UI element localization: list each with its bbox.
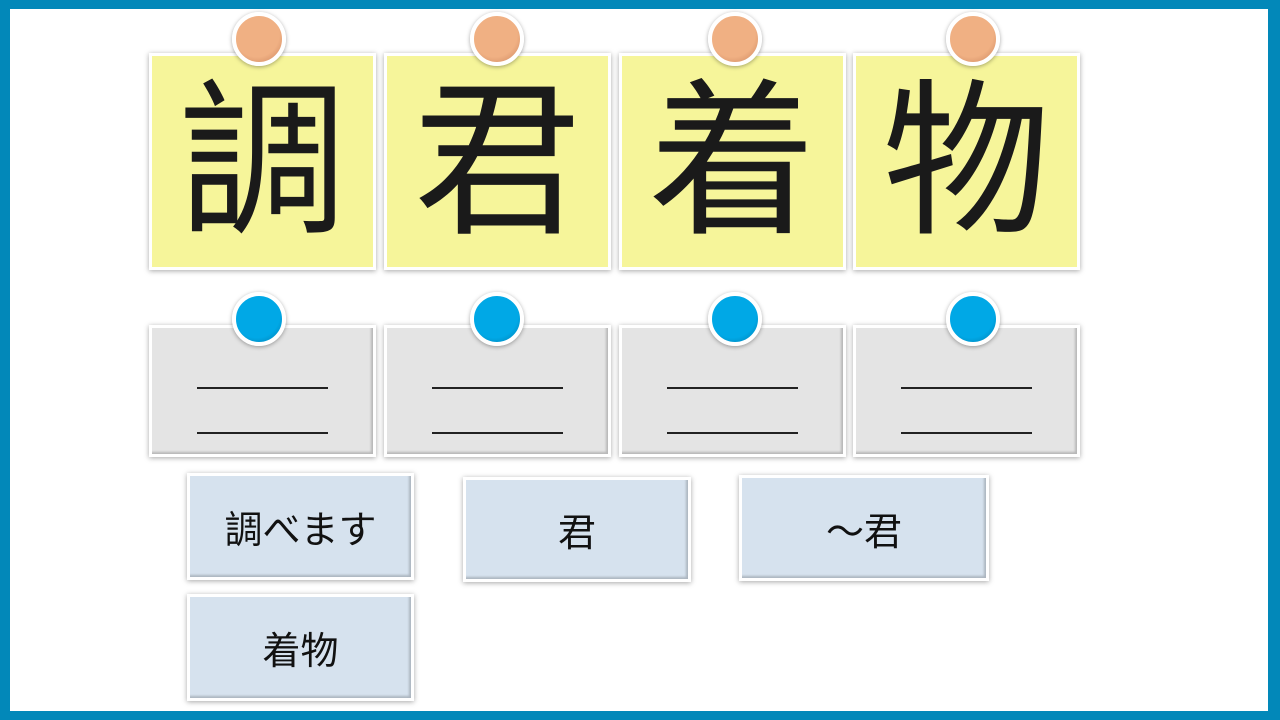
kanji-card-1: 調 [149,53,376,270]
blank-line [901,432,1032,434]
pin-icon [232,292,286,346]
answer-option-4[interactable]: 着物 [187,594,414,701]
blank-line [432,387,563,389]
answer-label: 着物 [262,629,339,673]
blank-line [197,387,328,389]
pin-icon [232,12,286,66]
answer-option-2[interactable]: 君 [463,477,691,582]
answer-option-1[interactable]: 調べます [187,473,414,580]
kanji-text: 物 [882,63,1051,260]
blank-line [901,387,1032,389]
answer-option-3[interactable]: ～君 [739,475,989,581]
pin-icon [470,12,524,66]
pin-icon [708,292,762,346]
pin-icon [470,292,524,346]
kanji-text: 着 [648,63,817,260]
answer-label: ～君 [825,509,902,554]
kanji-card-2: 君 [384,53,611,270]
blank-line [197,432,328,434]
answer-slot-1[interactable] [149,325,376,457]
answer-slot-3[interactable] [619,325,846,457]
answer-slot-4[interactable] [853,325,1080,457]
blank-line [667,387,798,389]
blank-line [667,432,798,434]
kanji-text: 君 [413,63,582,260]
kanji-text: 調 [178,63,347,260]
kanji-card-4: 物 [853,53,1080,270]
kanji-card-3: 着 [619,53,846,270]
pin-icon [708,12,762,66]
pin-icon [946,12,1000,66]
pin-icon [946,292,1000,346]
answer-label: 君 [557,511,596,555]
blank-line [432,432,563,434]
answer-label: 調べます [224,508,377,552]
